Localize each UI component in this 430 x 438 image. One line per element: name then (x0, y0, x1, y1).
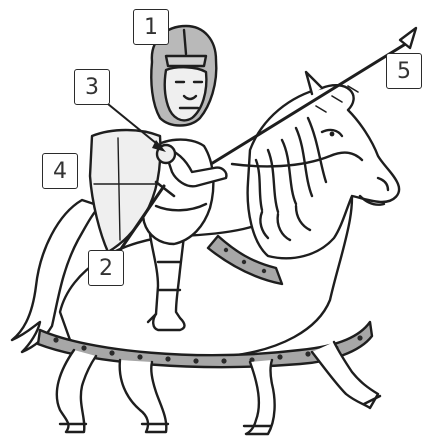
label-3: 3 (85, 75, 99, 100)
horse-leg-back-left (57, 350, 96, 432)
label-4-box: 4 (42, 153, 78, 189)
label-5: 5 (397, 59, 411, 84)
shield-strap-boss (157, 145, 175, 163)
horse-leg-back-right (120, 360, 167, 432)
label-3-box: 3 (74, 69, 110, 105)
label-4: 4 (53, 159, 67, 184)
horse-leg-front-left (246, 360, 275, 434)
label-1-box: 1 (133, 9, 169, 45)
label-5-box: 5 (386, 53, 422, 89)
label-2-box: 2 (88, 250, 124, 286)
label-2: 2 (99, 256, 113, 281)
label-1: 1 (144, 15, 158, 40)
